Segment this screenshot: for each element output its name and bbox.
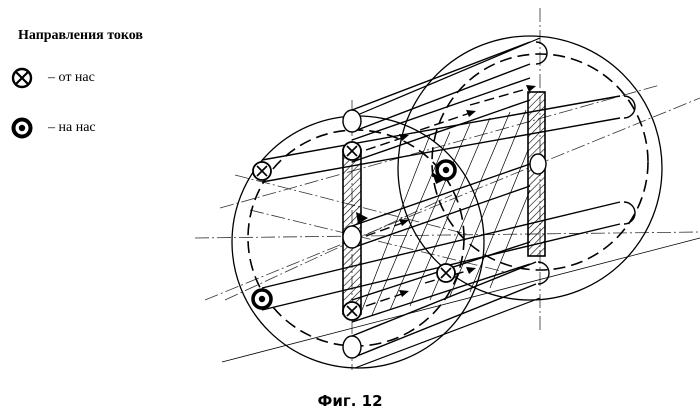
figure-caption: Фиг. 12 — [0, 392, 700, 410]
frame-hatch — [362, 110, 530, 315]
cylinder-top-edge — [355, 38, 540, 116]
cross-circle-icon — [343, 302, 361, 320]
dot-circle-icon — [253, 290, 271, 308]
construction-axes — [195, 8, 700, 370]
cross-circle-icon — [253, 162, 271, 180]
dot-circle-icon — [437, 161, 455, 179]
cross-circle-icon — [437, 264, 455, 282]
conductor-tubes — [262, 42, 635, 358]
cross-circle-icon — [343, 142, 361, 160]
cylinder-bottom-edge — [355, 298, 540, 368]
